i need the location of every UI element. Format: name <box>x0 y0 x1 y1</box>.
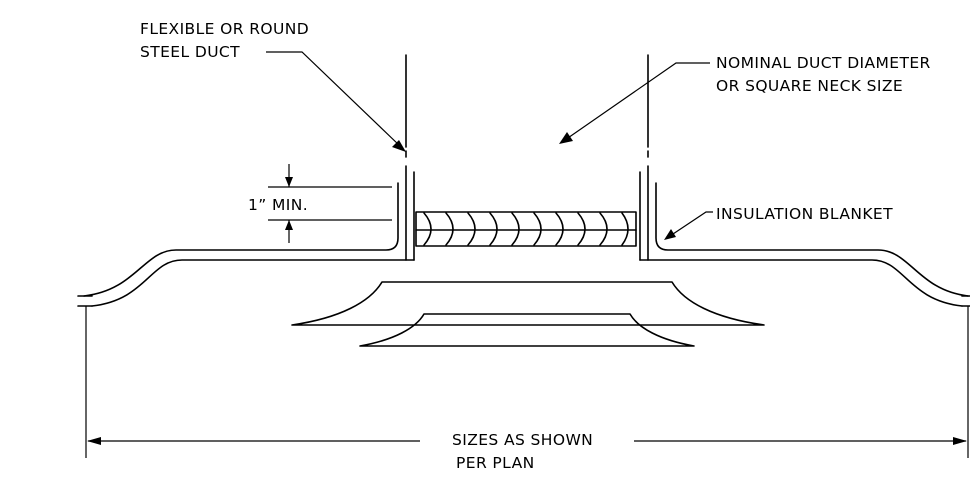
insulation-leader <box>664 211 713 240</box>
diffuser-face-right <box>639 259 963 307</box>
insulation-blanket-left <box>83 182 399 297</box>
size-label-line1: SIZES AS SHOWN <box>452 431 593 449</box>
diameter-label-line2: OR SQUARE NECK SIZE <box>716 77 903 95</box>
diffuser-edge-right <box>961 295 970 307</box>
diameter-label-line1: NOMINAL DUCT DIAMETER <box>716 54 931 72</box>
insulation-label: INSULATION BLANKET <box>716 205 893 223</box>
size-dimension-marker <box>85 306 969 458</box>
duct-label-line1: FLEXIBLE OR ROUND <box>140 20 309 38</box>
diffuser-cone-upper <box>291 281 765 326</box>
duct-leader <box>266 51 406 152</box>
min-dimension-marker <box>268 164 392 243</box>
size-label-line2: PER PLAN <box>456 454 535 472</box>
insulation-pad <box>415 211 637 247</box>
diameter-leader <box>559 62 710 144</box>
min-dimension-label: 1” MIN. <box>248 196 308 214</box>
diffuser-face-left <box>91 259 415 307</box>
insulation-blanket-right <box>655 182 969 297</box>
diffuser-edge-left <box>77 295 93 307</box>
diffuser-cone-lower <box>359 313 695 347</box>
duct-label-line2: STEEL DUCT <box>140 43 240 61</box>
